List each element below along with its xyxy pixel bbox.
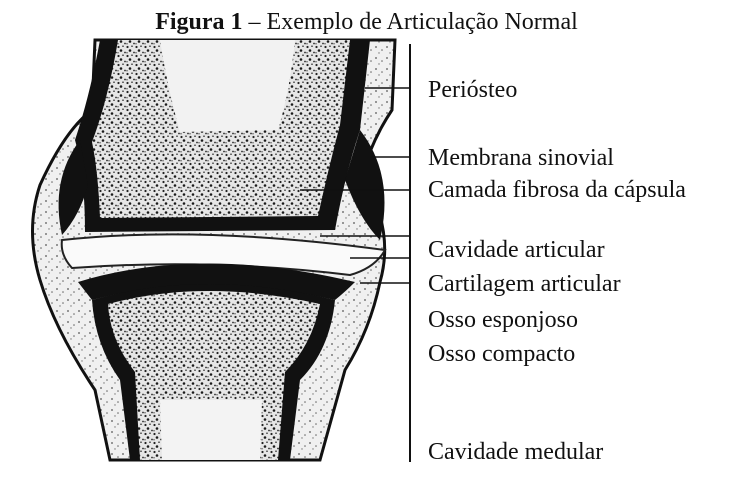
label-osso-esponjoso: Osso esponjoso — [428, 306, 578, 334]
label-cavidade-articular: Cavidade articular — [428, 236, 605, 264]
label-cartilagem-articular: Cartilagem articular — [428, 270, 621, 298]
label-periosteo: Periósteo — [428, 76, 517, 104]
label-osso-compacto: Osso compacto — [428, 340, 575, 368]
label-cavidade-medular: Cavidade medular — [428, 438, 603, 466]
upper-medullary-cavity — [160, 40, 295, 132]
lower-medullary-cavity — [160, 400, 262, 460]
label-membrana-sinovial: Membrana sinovial — [428, 144, 614, 172]
label-camada-fibrosa: Camada fibrosa da cápsula — [428, 176, 686, 204]
